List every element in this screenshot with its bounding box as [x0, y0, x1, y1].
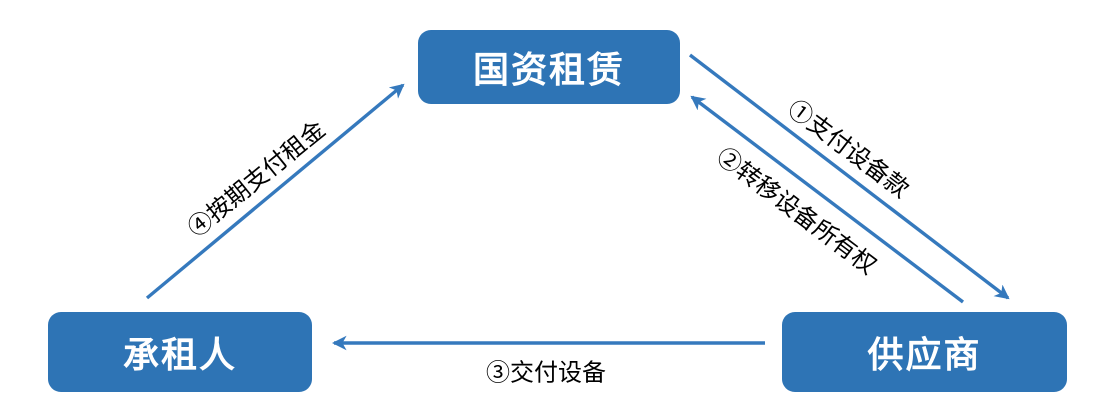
node-supplier: 供应商: [782, 312, 1067, 392]
flow-label-deliver-equipment: ③交付设备: [486, 359, 606, 387]
arrow-pay-equipment-funds: [688, 53, 1010, 300]
arrow-transfer-ownership: [690, 95, 965, 304]
arrow-pay-rent: [145, 83, 405, 300]
node-lessee: 承租人: [48, 312, 312, 392]
node-supplier-label: 供应商: [867, 334, 982, 375]
node-lessor-label: 国资租赁: [472, 49, 625, 90]
node-lessor: 国资租赁: [418, 30, 680, 104]
node-lessee-label: 承租人: [122, 334, 237, 375]
